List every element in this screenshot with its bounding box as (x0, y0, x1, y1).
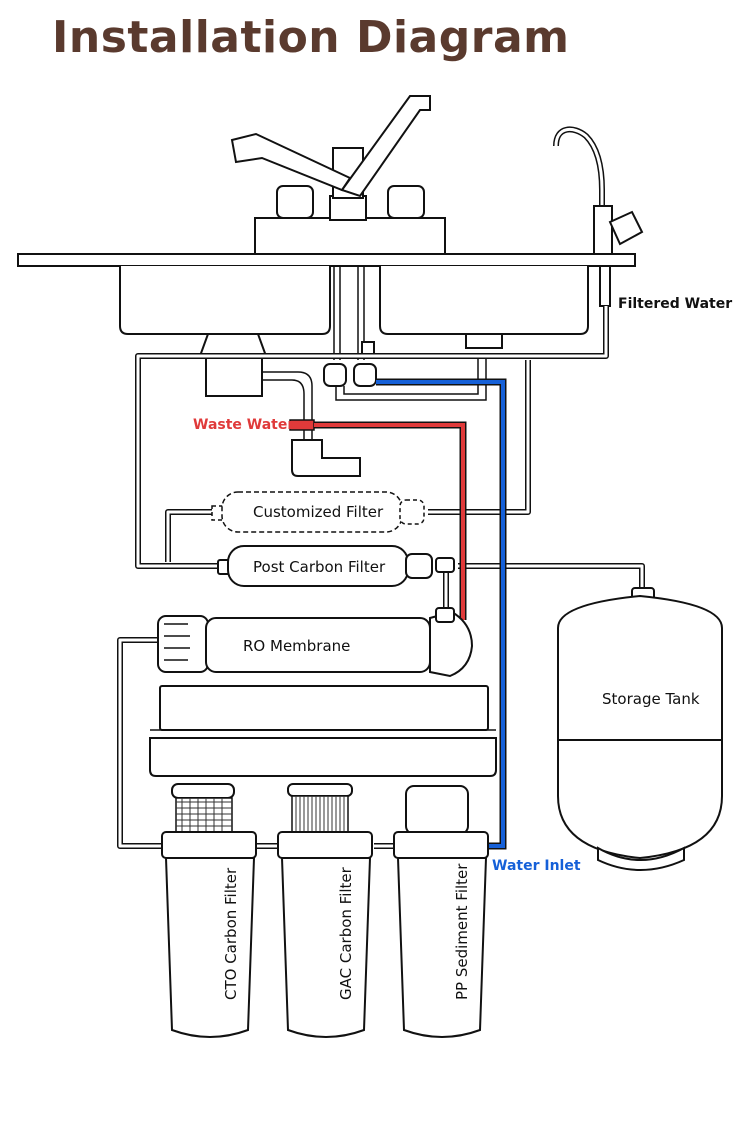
cto-filter-label: CTO Carbon Filter (222, 867, 240, 1000)
filtered-water-label: Filtered Water (618, 296, 732, 312)
kitchen-faucet (230, 95, 446, 255)
ro-membrane (157, 607, 474, 678)
waste-water-line (314, 421, 467, 620)
pp-sediment-filter (393, 785, 489, 1038)
cto-carbon-filter (161, 783, 257, 1038)
countertop (17, 253, 636, 267)
drain-assembly (198, 333, 361, 477)
angle-valves (323, 266, 487, 401)
sink-left (119, 266, 331, 335)
customized-filter-label: Customized Filter (253, 503, 384, 521)
sink-right (379, 266, 589, 335)
post-carbon-filter-label: Post Carbon Filter (253, 558, 386, 576)
gac-carbon-filter (277, 783, 373, 1038)
gac-filter-label: GAC Carbon Filter (337, 866, 355, 1000)
mounting-bracket (149, 685, 497, 777)
customized-filter (211, 491, 425, 533)
post-carbon-filter (217, 545, 455, 587)
sink-drain-right (465, 333, 503, 349)
storage-tank-label: Storage Tank (602, 690, 700, 708)
water-inlet-label: Water Inlet (492, 858, 581, 874)
ro-membrane-label: RO Membrane (243, 637, 350, 655)
tubing-black (117, 306, 645, 849)
water-inlet-line (376, 378, 507, 850)
pp-filter-label: PP Sediment Filter (453, 863, 471, 1000)
ro-faucet (553, 126, 644, 307)
diagram-title: Installation Diagram (52, 12, 570, 63)
waste-water-label: Waste Water (193, 417, 294, 433)
storage-tank (557, 587, 723, 871)
